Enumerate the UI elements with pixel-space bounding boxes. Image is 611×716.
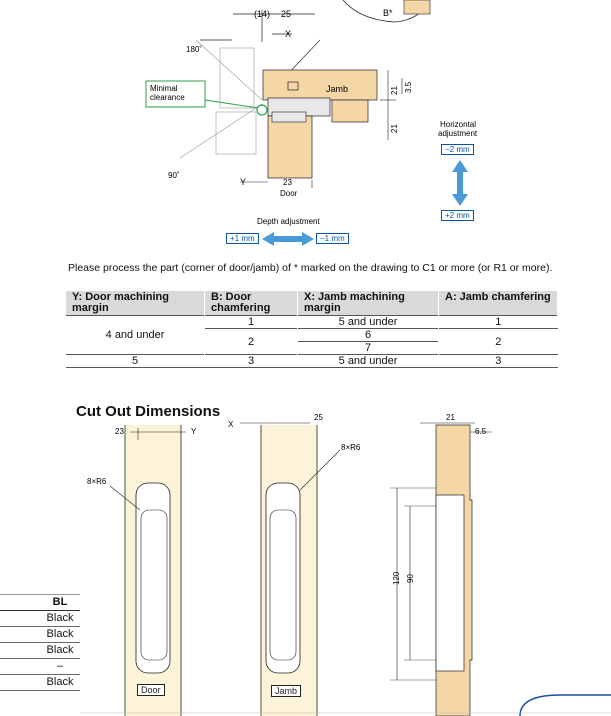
angle-90-label: 90˚ [168,171,180,180]
jamb-radius-label: 8×R6 [341,443,361,452]
cell-b-1: 1 [204,315,298,329]
b-star-label: B* [383,8,393,18]
bl-row: Black [0,611,80,627]
angle-180-label: 180˚ [186,45,202,54]
plus-2mm-tag: +2 mm [441,210,474,221]
cell-y-4-under: 4 and under [66,315,205,355]
bl-row: Black [0,643,80,659]
header-b: B: Door chamfering [204,291,298,316]
door-y-label: Y [191,427,197,436]
minimal-clearance-line1: Minimal [150,84,178,93]
hinge-adjustment-diagram: (14) 25 X 180˚ 90˚ B* Jamb Door Minimal … [145,0,478,246]
minus-2mm-tag: −2 mm [441,144,474,155]
finish-color-table: BL Black Black Black – Black [0,594,80,691]
top-dimension-lines [200,10,315,42]
door-tag: Door [137,684,165,696]
minimal-clearance-label: Minimal clearance [150,84,185,102]
corner-badge-outline [519,694,611,716]
jamb-25-label: 25 [314,413,323,422]
jamb-x-label: X [228,420,234,429]
door-swing-outlines [179,39,263,159]
jamb-block [262,69,378,123]
table-row: 5 3 5 and under 3 [66,354,558,368]
right-dimension-lines [240,70,403,188]
horizontal-adjustment-label: Horizontal adjustment [438,120,478,138]
header-a: A: Jamb chamfering [438,291,558,316]
chamfering-table: Y: Door machining margin B: Door chamfer… [66,291,558,368]
plus-1mm-tag: +1 mm [226,233,259,244]
depth-adjustment-label: Depth adjustment [257,217,320,226]
dim-3-5-label: 3.5 [404,81,413,93]
cut-out-title: Cut Out Dimensions [76,403,221,420]
header-y: Y: Door machining margin [66,291,205,316]
cell-b-2: 2 [204,328,298,355]
dim-21-top-label: 21 [390,86,399,95]
horizontal-arrow-icon [262,232,314,246]
side-section [390,422,492,716]
cell-a-2: 2 [438,328,558,355]
dim-x-label: X [285,29,291,39]
door-23-label: 23 [115,427,124,436]
dim-21-bot-label: 21 [390,124,399,133]
jamb-tag: Jamb [271,685,302,697]
jamb-cutout [240,422,341,716]
bl-header: BL [0,594,80,611]
cell-y-5: 5 [66,354,205,368]
minus-1mm-tag: −1 mm [316,233,349,244]
vertical-arrow-icon [452,160,468,206]
table-row: 4 and under 1 5 and under 1 [66,315,558,355]
door-block [267,111,313,179]
cell-a-3: 3 [438,354,558,368]
side-21-label: 21 [446,413,455,422]
side-6-5-label: 6.5 [475,427,487,436]
dim-y-label: Y [240,177,246,187]
bl-row: – [0,659,80,675]
minimal-clearance-line2: clearance [150,93,185,102]
bl-row: Black [0,675,80,691]
header-x: X: Jamb machining margin [297,291,439,316]
table-row: 2 6 2 [66,328,558,355]
door-radius-label: 8×R6 [87,477,107,486]
clearance-pointer [204,99,259,109]
dim-25-label: 25 [281,9,291,19]
cell-x-5-under: 5 and under [297,315,439,329]
table-row: 7 [66,341,558,355]
minimal-clearance-box [145,80,206,108]
cell-x-6: 6 [297,328,439,342]
side-120-label: 120 [392,571,401,585]
cell-x-5-under-2: 5 and under [297,354,439,368]
dim-23-label: 23 [283,178,292,187]
bl-row: Black [0,627,80,643]
processing-note: Please process the part (corner of door/… [68,262,553,274]
detail-magnifier [264,0,431,99]
horizontal-adjustment-line2: adjustment [438,129,478,138]
cell-b-3: 3 [204,354,298,368]
clearance-circle [256,104,268,116]
side-90-label: 90 [406,574,415,583]
door-cutout [109,425,186,716]
dim-14-label: (14) [254,9,270,19]
cell-x-7: 7 [297,341,439,355]
cell-a-1: 1 [438,315,558,329]
door-label: Door [280,189,298,198]
jamb-label: Jamb [326,84,348,94]
horizontal-adjustment-line1: Horizontal [440,120,476,129]
